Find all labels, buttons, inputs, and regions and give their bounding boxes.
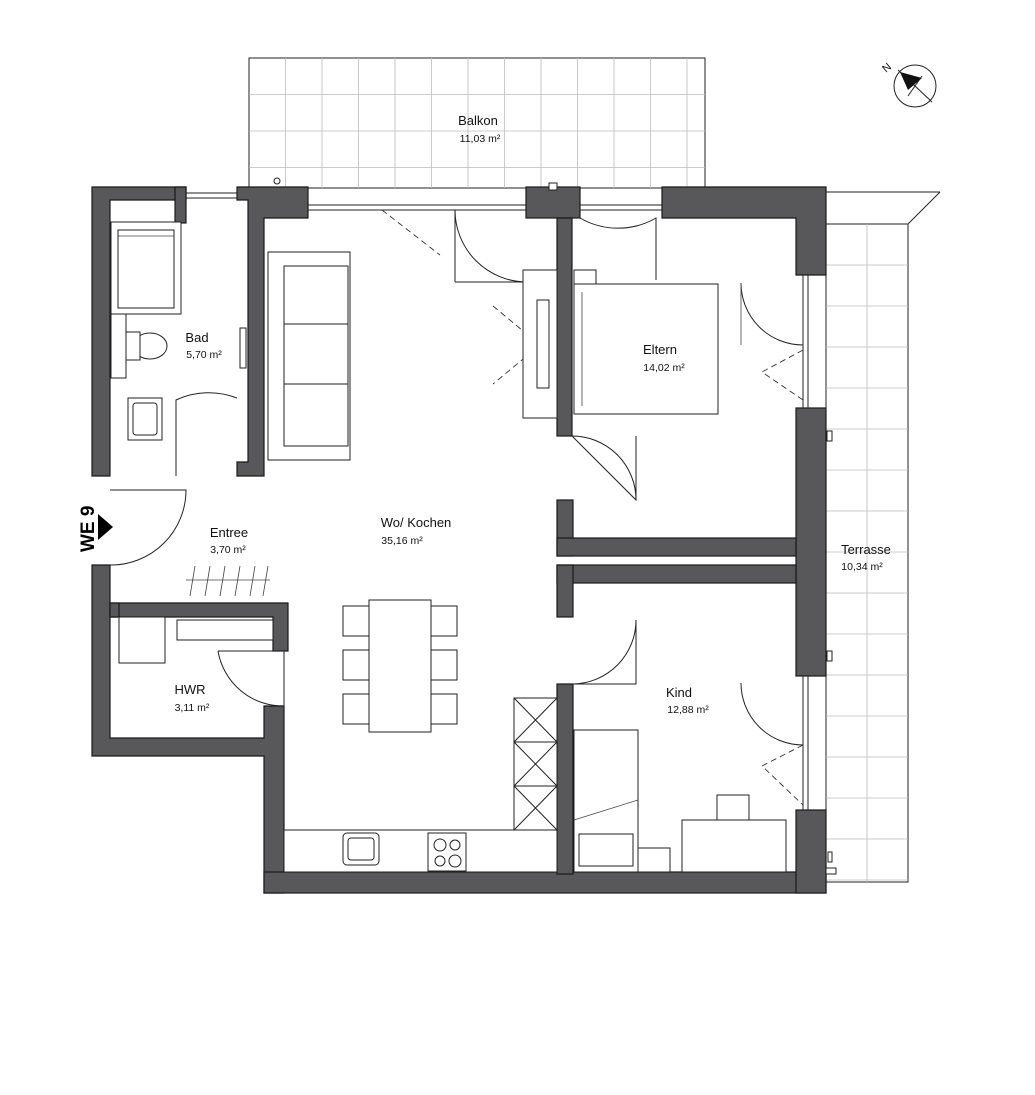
room-name-wohnen: Wo/ Kochen: [381, 515, 452, 530]
room-name-balkon: Balkon: [458, 113, 498, 128]
north-compass: N: [880, 61, 937, 108]
entry-arrow-icon: [98, 514, 113, 540]
door-swings: [109, 209, 804, 806]
room-labels: Balkon 11,03 m² Bad 5,70 m² Eltern 14,02…: [174, 113, 890, 716]
room-name-bad: Bad: [185, 330, 208, 345]
room-area-eltern: 14,02 m²: [643, 362, 685, 374]
unit-label: WE 9: [78, 506, 99, 552]
furniture: [110, 177, 837, 875]
room-name-entree: Entree: [210, 525, 248, 540]
unit-entry-marker: WE 9: [78, 506, 113, 552]
room-name-terrasse: Terrasse: [841, 542, 891, 557]
room-area-entree: 3,70 m²: [210, 544, 246, 556]
room-name-kind: Kind: [666, 685, 692, 700]
walls: [91, 186, 827, 894]
terrasse-area: [825, 191, 941, 883]
windows: [186, 192, 809, 810]
room-area-terrasse: 10,34 m²: [841, 561, 883, 573]
compass-north-letter: N: [880, 61, 894, 75]
room-area-balkon: 11,03 m²: [460, 133, 501, 145]
room-name-hwr: HWR: [174, 682, 205, 697]
room-name-eltern: Eltern: [643, 342, 677, 357]
balkon-area: [248, 57, 706, 189]
room-area-kind: 12,88 m²: [667, 704, 709, 716]
room-area-bad: 5,70 m²: [186, 349, 222, 361]
room-area-hwr: 3,11 m²: [175, 702, 210, 714]
room-area-wohnen: 35,16 m²: [381, 535, 423, 547]
